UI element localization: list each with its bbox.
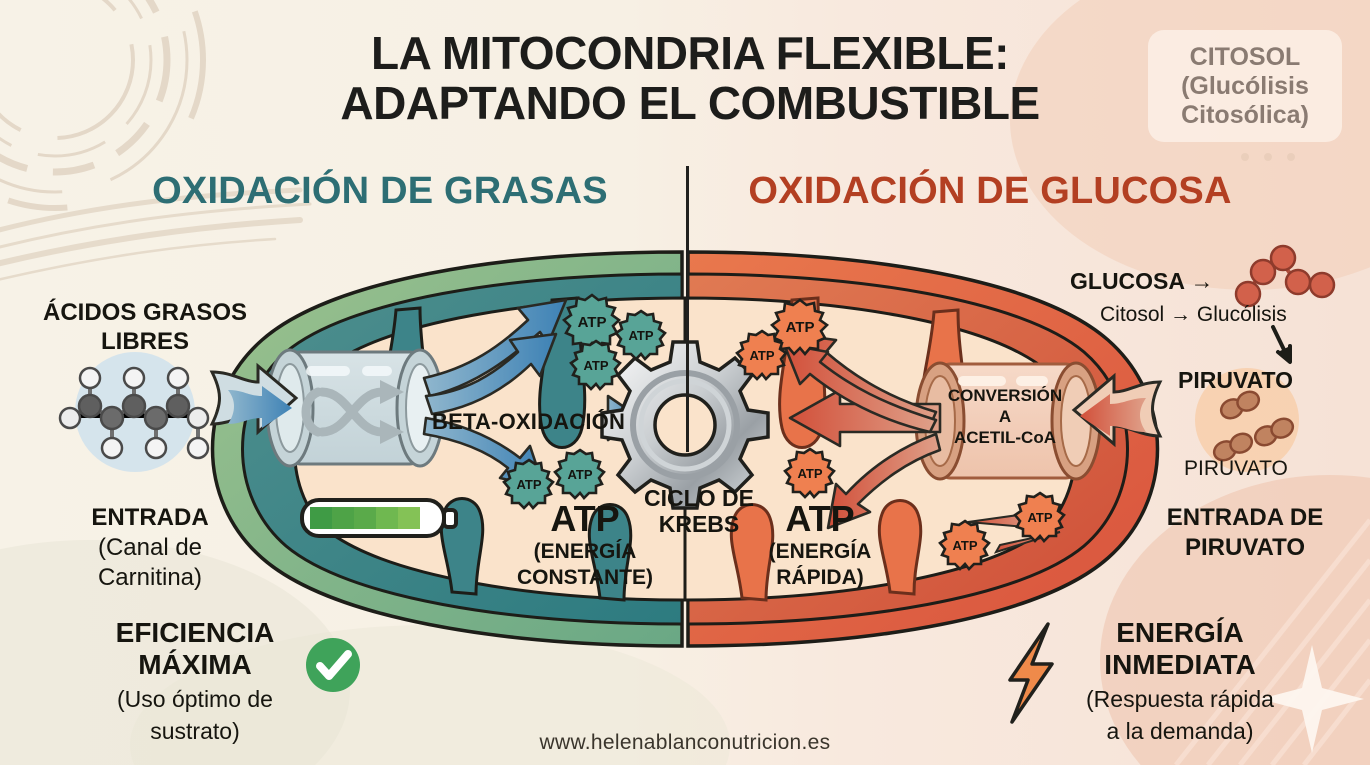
page-title: LA MITOCONDRIA FLEXIBLE: ADAPTANDO EL CO…	[210, 28, 1170, 128]
check-circle-icon	[306, 638, 360, 692]
glycolysis-to: Glucólisis	[1196, 303, 1287, 326]
atp-right-sub1: (ENERGÍA	[768, 540, 872, 563]
atp-left-sub1: (ENERGÍA	[533, 540, 637, 563]
free-fatty-acids-line2: LIBRES	[100, 328, 189, 355]
fatty-acid-inflow-arrow	[209, 362, 299, 436]
conversion-line1: CONVERSIÓN	[947, 386, 1063, 405]
free-fatty-acids-label: ÁCIDOS GRASOS LIBRES	[20, 298, 270, 356]
atp-right-sub2: RÁPIDA)	[776, 566, 864, 589]
glycolysis-from: Citosol	[1100, 303, 1165, 326]
acetyl-coa-conversion-label: CONVERSIÓN A ACETIL-CoA	[930, 385, 1080, 448]
atp-token-label: ATP	[628, 328, 653, 343]
arrow-down-icon	[1271, 325, 1292, 364]
immediate-energy-line1: ENERGÍA	[1116, 617, 1244, 648]
conversion-line3: ACETIL-CoA	[954, 428, 1056, 447]
atp-constant-energy-label: ATP (ENERGÍA CONSTANTE)	[490, 500, 680, 590]
pyruvate-inflow-arrow	[1071, 372, 1163, 448]
atp-token-label: ATP	[797, 466, 822, 481]
page-title-line1: LA MITOCONDRIA FLEXIBLE:	[371, 27, 1009, 79]
max-efficiency-sub2: sustrato)	[150, 718, 240, 744]
krebs-cycle-label: CICLO DE KREBS	[624, 485, 774, 537]
left-column-heading: OXIDACIÓN DE GRASAS	[152, 170, 608, 212]
atp-token-label: ATP	[952, 538, 977, 553]
column-divider	[686, 166, 689, 452]
atp-left-title: ATP	[550, 498, 620, 539]
carnitine-entry-sub2: Carnitina)	[97, 564, 203, 591]
glycolysis-arrow-icon: →	[1170, 303, 1192, 326]
immediate-energy-line2: INMEDIATA	[1104, 649, 1256, 680]
carnitine-entry-label: ENTRADA (Canal de Carnitina)	[30, 503, 270, 593]
atp-rapid-energy-label: ATP (ENERGÍA RÁPIDA)	[730, 500, 910, 590]
immediate-energy-label: ENERGÍA INMEDIATA (Respuesta rápida a la…	[1050, 617, 1310, 745]
pyruvate-entry-line2: PIRUVATO	[1184, 534, 1305, 561]
atp-token-label: ATP	[786, 319, 815, 336]
immediate-energy-sub1: (Respuesta rápida	[1086, 686, 1274, 712]
website-footer: www.helenablanconutricion.es	[539, 731, 831, 754]
glucose-arrow-icon: →	[1190, 268, 1214, 294]
citosol-badge-line2: (Glucólisis	[1181, 71, 1309, 100]
atp-token-group-left: ATP ATP ATP ATP ATP	[502, 293, 667, 510]
max-efficiency-line1: EFICIENCIA	[115, 617, 275, 648]
glycolysis-flow-label: Citosol → Glucólisis	[1100, 303, 1287, 327]
shuffle-icon	[301, 387, 387, 437]
citosol-badge-line1: CITOSOL	[1189, 42, 1301, 71]
glucose-label: GLUCOSA →	[1070, 268, 1214, 295]
atp-token-label: ATP	[749, 348, 774, 363]
fatty-acid-molecule	[58, 352, 210, 472]
atp-left-sub2: CONSTANTE)	[516, 566, 654, 589]
carnitine-entry-sub1: (Canal de	[97, 534, 203, 561]
max-efficiency-sub1: (Uso óptimo de	[117, 686, 273, 712]
krebs-label-line2: KREBS	[658, 511, 740, 537]
pyruvate-title: PIRUVATO	[1178, 367, 1294, 393]
max-efficiency-line2: MÁXIMA	[138, 649, 252, 680]
citosol-badge-line3: Citosólica)	[1181, 100, 1309, 129]
pyruvate-caption: PIRUVATO	[1184, 457, 1288, 480]
glucose-molecule	[1234, 244, 1336, 308]
carnitine-entry-title: ENTRADA	[91, 504, 209, 531]
carnitine-channel	[265, 348, 445, 468]
atp-token-label: ATP	[1027, 510, 1052, 525]
free-fatty-acids-line1: ÁCIDOS GRASOS	[42, 299, 248, 326]
gear-icon	[600, 340, 770, 510]
lightning-bolt-icon	[1008, 622, 1054, 724]
atp-token-label: ATP	[583, 358, 608, 373]
pyruvate-entry-line1: ENTRADA DE	[1166, 504, 1324, 531]
conversion-line2: A	[998, 407, 1012, 426]
atp-token-label: ATP	[567, 467, 592, 482]
krebs-label-line1: CICLO DE	[644, 485, 754, 511]
atp-token-label: ATP	[578, 314, 607, 331]
right-column-heading: OXIDACIÓN DE GLUCOSA	[748, 170, 1232, 212]
beta-oxidation-label: BETA-OXIDACIÓN	[432, 409, 626, 434]
citosol-badge: CITOSOL (Glucólisis Citosólica)	[1148, 30, 1342, 142]
atp-token-label: ATP	[516, 477, 541, 492]
battery-full-icon	[300, 498, 458, 538]
page-title-line2: ADAPTANDO EL COMBUSTIBLE	[340, 77, 1040, 129]
atp-token-group-right: ATP ATP ATP ATP ATP	[735, 298, 1066, 571]
pyruvate-entry-label: ENTRADA DE PIRUVATO	[1130, 503, 1360, 563]
max-efficiency-label: EFICIENCIA MÁXIMA (Uso óptimo de sustrat…	[70, 617, 320, 745]
glucose-pathway-arrows	[782, 332, 942, 530]
atp-right-title: ATP	[785, 498, 855, 539]
pyruvate-molecules	[1195, 368, 1299, 472]
immediate-energy-sub2: a la demanda)	[1106, 718, 1254, 744]
glucose-text: GLUCOSA	[1070, 268, 1185, 294]
